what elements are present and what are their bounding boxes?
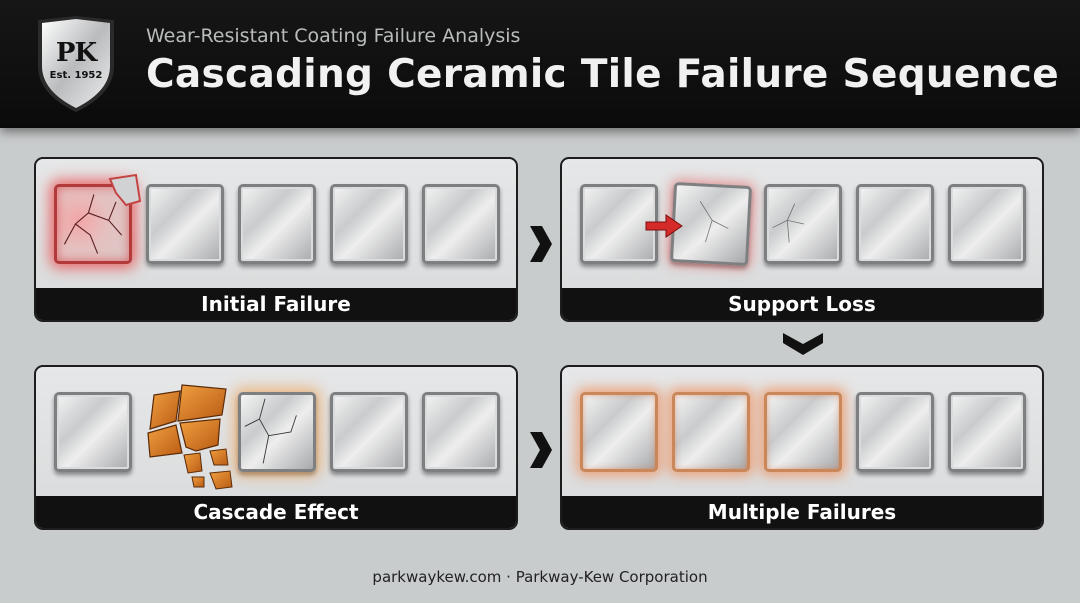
chevron-right-icon: [530, 432, 552, 468]
intact-tile: [948, 184, 1026, 264]
intact-tile: [948, 392, 1026, 472]
panel-label: Cascade Effect: [36, 496, 516, 528]
intact-tile: [856, 184, 934, 264]
chevron-right-icon: [530, 226, 552, 262]
failing-tile: [672, 392, 750, 472]
crack-lines-icon: [699, 201, 729, 243]
tile-fragment-icon: [108, 173, 142, 207]
cracked-tile: [238, 392, 316, 472]
intact-tile: [330, 184, 408, 264]
intact-tile: [330, 392, 408, 472]
tilting-tile: [669, 182, 753, 266]
intact-tile: [54, 392, 132, 472]
crack-lines-icon: [63, 194, 123, 254]
logo-established: Est. 1952: [49, 70, 103, 81]
panel-initial-failure: Initial Failure: [34, 157, 518, 322]
crack-lines-icon: [244, 398, 297, 464]
company-logo: PK Est. 1952: [34, 14, 118, 114]
failing-tile: [764, 392, 842, 472]
intact-tile: [422, 184, 500, 264]
failing-tile: [580, 392, 658, 472]
panel-label: Initial Failure: [36, 288, 516, 320]
page-title: Cascading Ceramic Tile Failure Sequence: [146, 52, 1059, 97]
intact-tile: [146, 184, 224, 264]
logo-monogram: PK: [55, 38, 97, 68]
panel-label: Support Loss: [562, 288, 1042, 320]
intact-tile: [422, 392, 500, 472]
arrow-right-icon: [645, 214, 683, 238]
panel-multiple-failures: Multiple Failures: [560, 365, 1044, 530]
intact-tile: [856, 392, 934, 472]
intact-tile: [238, 184, 316, 264]
shield-icon: [38, 16, 114, 112]
panel-support-loss: Support Loss: [560, 157, 1044, 322]
panel-label: Multiple Failures: [562, 496, 1042, 528]
panel-cascade-effect: Cascade Effect: [34, 365, 518, 530]
cracked-tile: [764, 184, 842, 264]
shattered-tile-icon: [147, 384, 233, 490]
header-bar: PK Est. 1952 Wear-Resistant Coating Fail…: [0, 0, 1080, 128]
chevron-down-icon: [783, 333, 823, 355]
footer-credit: parkwaykew.com · Parkway-Kew Corporation: [372, 568, 708, 586]
crack-lines-icon: [772, 203, 805, 243]
page-subtitle: Wear-Resistant Coating Failure Analysis: [146, 25, 521, 47]
